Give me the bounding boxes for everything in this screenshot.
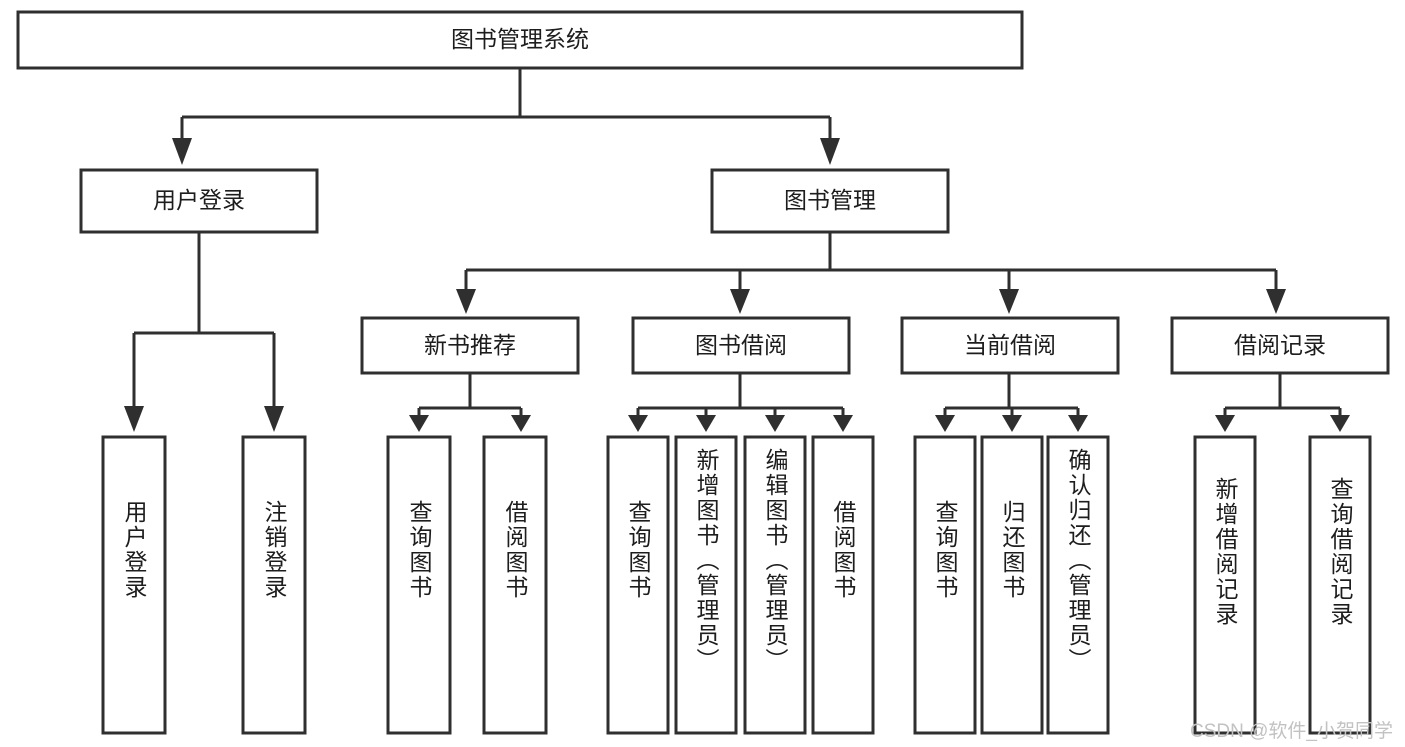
node-book-manage[interactable]: 图书管理 — [710, 168, 950, 234]
connector-group-user-login — [124, 232, 284, 432]
arrowhead-l2d — [1266, 289, 1286, 314]
node-leaf-query-book-current-label: 查询图书 — [932, 500, 959, 600]
node-user-login-label: 用户登录 — [153, 187, 245, 213]
arrowhead-l2a — [456, 289, 476, 314]
arrowhead-leaf7 — [765, 415, 785, 432]
connector-group-book-manage — [456, 232, 1286, 314]
node-leaf-confirm-return-label: 确认归还（管理员） — [1065, 448, 1092, 673]
node-current-borrow-label: 当前借阅 — [964, 332, 1056, 358]
node-new-book-recommend-box[interactable] — [360, 316, 580, 375]
node-leaf-add-borrow-record-box[interactable] — [1193, 435, 1257, 735]
arrowhead-l1a — [172, 138, 192, 165]
node-root[interactable]: 图书管理系统 — [16, 10, 1024, 70]
node-leaf-query-borrow-record-label: 查询借阅记录 — [1327, 477, 1354, 627]
node-book-borrow-box[interactable] — [631, 316, 851, 375]
connector-group-current-borrow — [935, 373, 1088, 432]
node-current-borrow[interactable]: 当前借阅 — [900, 316, 1120, 375]
node-leaf-user-login[interactable]: 用户登录 — [101, 435, 167, 735]
node-leaf-borrow-book-recommend-label: 借阅图书 — [502, 500, 529, 600]
node-leaf-return-book-label: 归还图书 — [999, 500, 1026, 600]
node-book-manage-box[interactable] — [710, 168, 950, 234]
node-leaf-return-book[interactable]: 归还图书 — [980, 435, 1044, 735]
arrowhead-leaf4 — [511, 415, 531, 432]
node-borrow-record[interactable]: 借阅记录 — [1170, 316, 1390, 375]
connector-group-borrow-record — [1215, 373, 1350, 432]
node-leaf-query-book-current-box[interactable] — [913, 435, 977, 735]
node-leaf-confirm-return[interactable]: 确认归还（管理员） — [1046, 435, 1110, 735]
node-leaf-confirm-return-box[interactable] — [1046, 435, 1110, 735]
node-leaf-borrow-book-box[interactable] — [811, 435, 875, 735]
node-leaf-user-login-box[interactable] — [101, 435, 167, 735]
node-leaf-borrow-book[interactable]: 借阅图书 — [811, 435, 875, 735]
arrowhead-leaf1 — [124, 406, 144, 432]
connector-group-root — [172, 68, 840, 165]
arrowhead-l2c — [999, 289, 1019, 314]
arrowhead-leaf10 — [1002, 415, 1022, 432]
node-leaf-borrow-book-recommend-box[interactable] — [482, 435, 548, 735]
node-leaf-query-book-recommend-box[interactable] — [386, 435, 452, 735]
node-current-borrow-box[interactable] — [900, 316, 1120, 375]
arrowhead-leaf12 — [1215, 415, 1235, 432]
node-leaf-borrow-book-label: 借阅图书 — [830, 500, 857, 600]
node-book-borrow[interactable]: 图书借阅 — [631, 316, 851, 375]
node-book-manage-label: 图书管理 — [784, 187, 876, 213]
node-leaf-logout[interactable]: 注销登录 — [241, 435, 307, 735]
node-leaf-edit-book-box[interactable] — [743, 435, 807, 735]
node-leaf-add-borrow-record[interactable]: 新增借阅记录 — [1193, 435, 1257, 735]
node-new-book-recommend-label: 新书推荐 — [424, 332, 516, 358]
node-leaf-add-book[interactable]: 新增图书（管理员） — [674, 435, 738, 735]
node-leaf-edit-book[interactable]: 编辑图书（管理员） — [743, 435, 807, 735]
arrowhead-leaf2 — [264, 406, 284, 432]
arrowhead-l1b — [820, 138, 840, 165]
connector-group-new-books — [409, 373, 531, 432]
arrowhead-leaf8 — [833, 415, 853, 432]
node-leaf-add-book-box[interactable] — [674, 435, 738, 735]
node-leaf-query-book-current[interactable]: 查询图书 — [913, 435, 977, 735]
node-book-borrow-label: 图书借阅 — [695, 332, 787, 358]
node-leaf-add-borrow-record-label: 新增借阅记录 — [1212, 477, 1239, 627]
arrowhead-l2b — [730, 289, 750, 314]
arrowhead-leaf11 — [1068, 415, 1088, 432]
node-leaf-query-book-recommend[interactable]: 查询图书 — [386, 435, 452, 735]
node-leaf-query-borrow-record-box[interactable] — [1308, 435, 1372, 735]
node-leaf-query-borrow-record[interactable]: 查询借阅记录 — [1308, 435, 1372, 735]
arrowhead-leaf3 — [409, 415, 429, 432]
arrowhead-leaf6 — [696, 415, 716, 432]
node-borrow-record-box[interactable] — [1170, 316, 1390, 375]
node-user-login[interactable]: 用户登录 — [79, 168, 319, 234]
node-root-label: 图书管理系统 — [451, 26, 589, 52]
node-leaf-add-book-label: 新增图书（管理员） — [693, 448, 720, 673]
node-leaf-return-book-box[interactable] — [980, 435, 1044, 735]
arrowhead-leaf9 — [935, 415, 955, 432]
node-new-book-recommend[interactable]: 新书推荐 — [360, 316, 580, 375]
node-leaf-edit-book-label: 编辑图书（管理员） — [762, 448, 789, 673]
node-leaf-user-login-label: 用户登录 — [121, 500, 148, 600]
node-leaf-logout-label: 注销登录 — [261, 500, 288, 600]
node-leaf-logout-box[interactable] — [241, 435, 307, 735]
arrowhead-leaf13 — [1330, 415, 1350, 432]
node-leaf-query-book-borrow-box[interactable] — [606, 435, 670, 735]
node-leaf-query-book-borrow-label: 查询图书 — [625, 500, 652, 600]
node-user-login-box[interactable] — [79, 168, 319, 234]
connector-group-book-borrow — [628, 373, 853, 432]
node-borrow-record-label: 借阅记录 — [1234, 332, 1326, 358]
arrowhead-leaf5 — [628, 415, 648, 432]
node-root-box[interactable] — [16, 10, 1024, 70]
node-leaf-query-book-recommend-label: 查询图书 — [406, 500, 433, 600]
node-leaf-borrow-book-recommend[interactable]: 借阅图书 — [482, 435, 548, 735]
node-leaf-query-book-borrow[interactable]: 查询图书 — [606, 435, 670, 735]
